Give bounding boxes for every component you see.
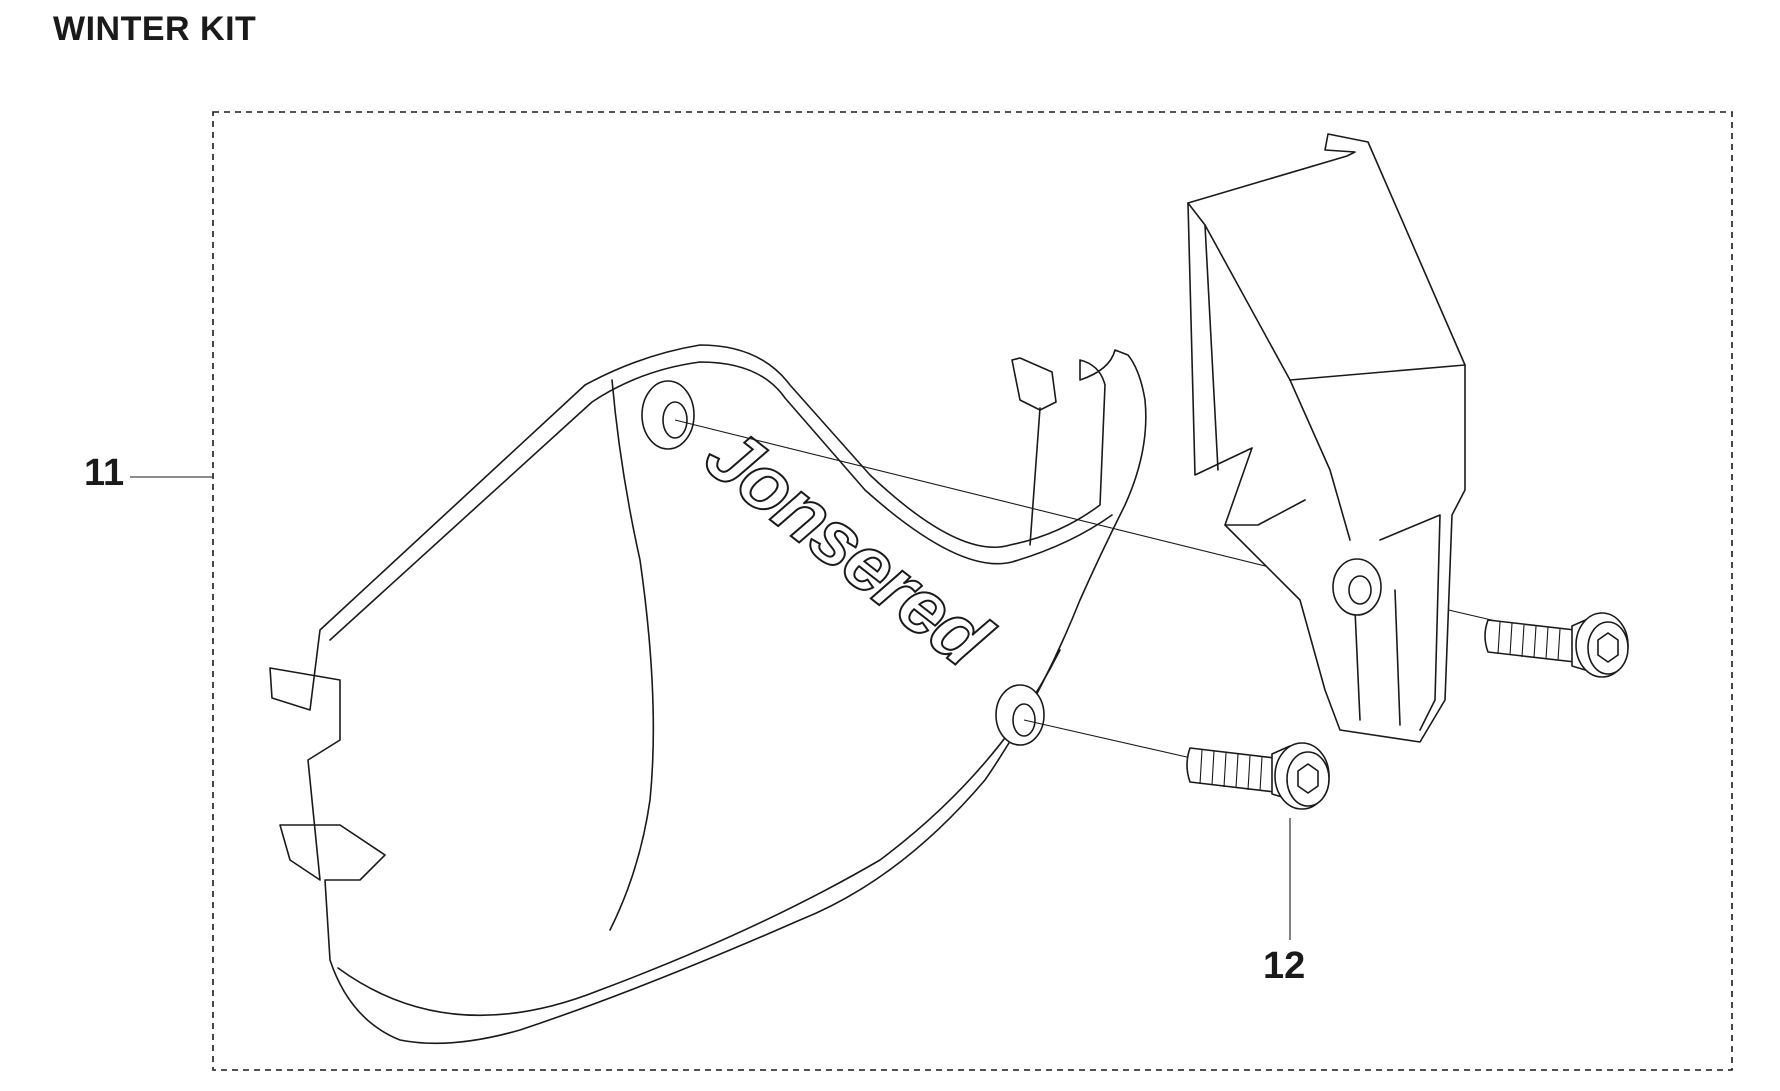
shroud-icon <box>1187 133 1466 743</box>
assembly-line-upper <box>674 419 1351 588</box>
callout-12[interactable]: 12 <box>1263 945 1306 987</box>
assembly-line-lower <box>1023 719 1201 761</box>
screw-icon <box>1186 742 1330 810</box>
callout-11[interactable]: 11 <box>84 452 125 494</box>
page-title: WINTER KIT <box>53 10 257 48</box>
cover-icon <box>269 344 1147 1045</box>
kit-boundary-box <box>212 111 1733 1071</box>
screw-icon <box>1484 612 1629 678</box>
